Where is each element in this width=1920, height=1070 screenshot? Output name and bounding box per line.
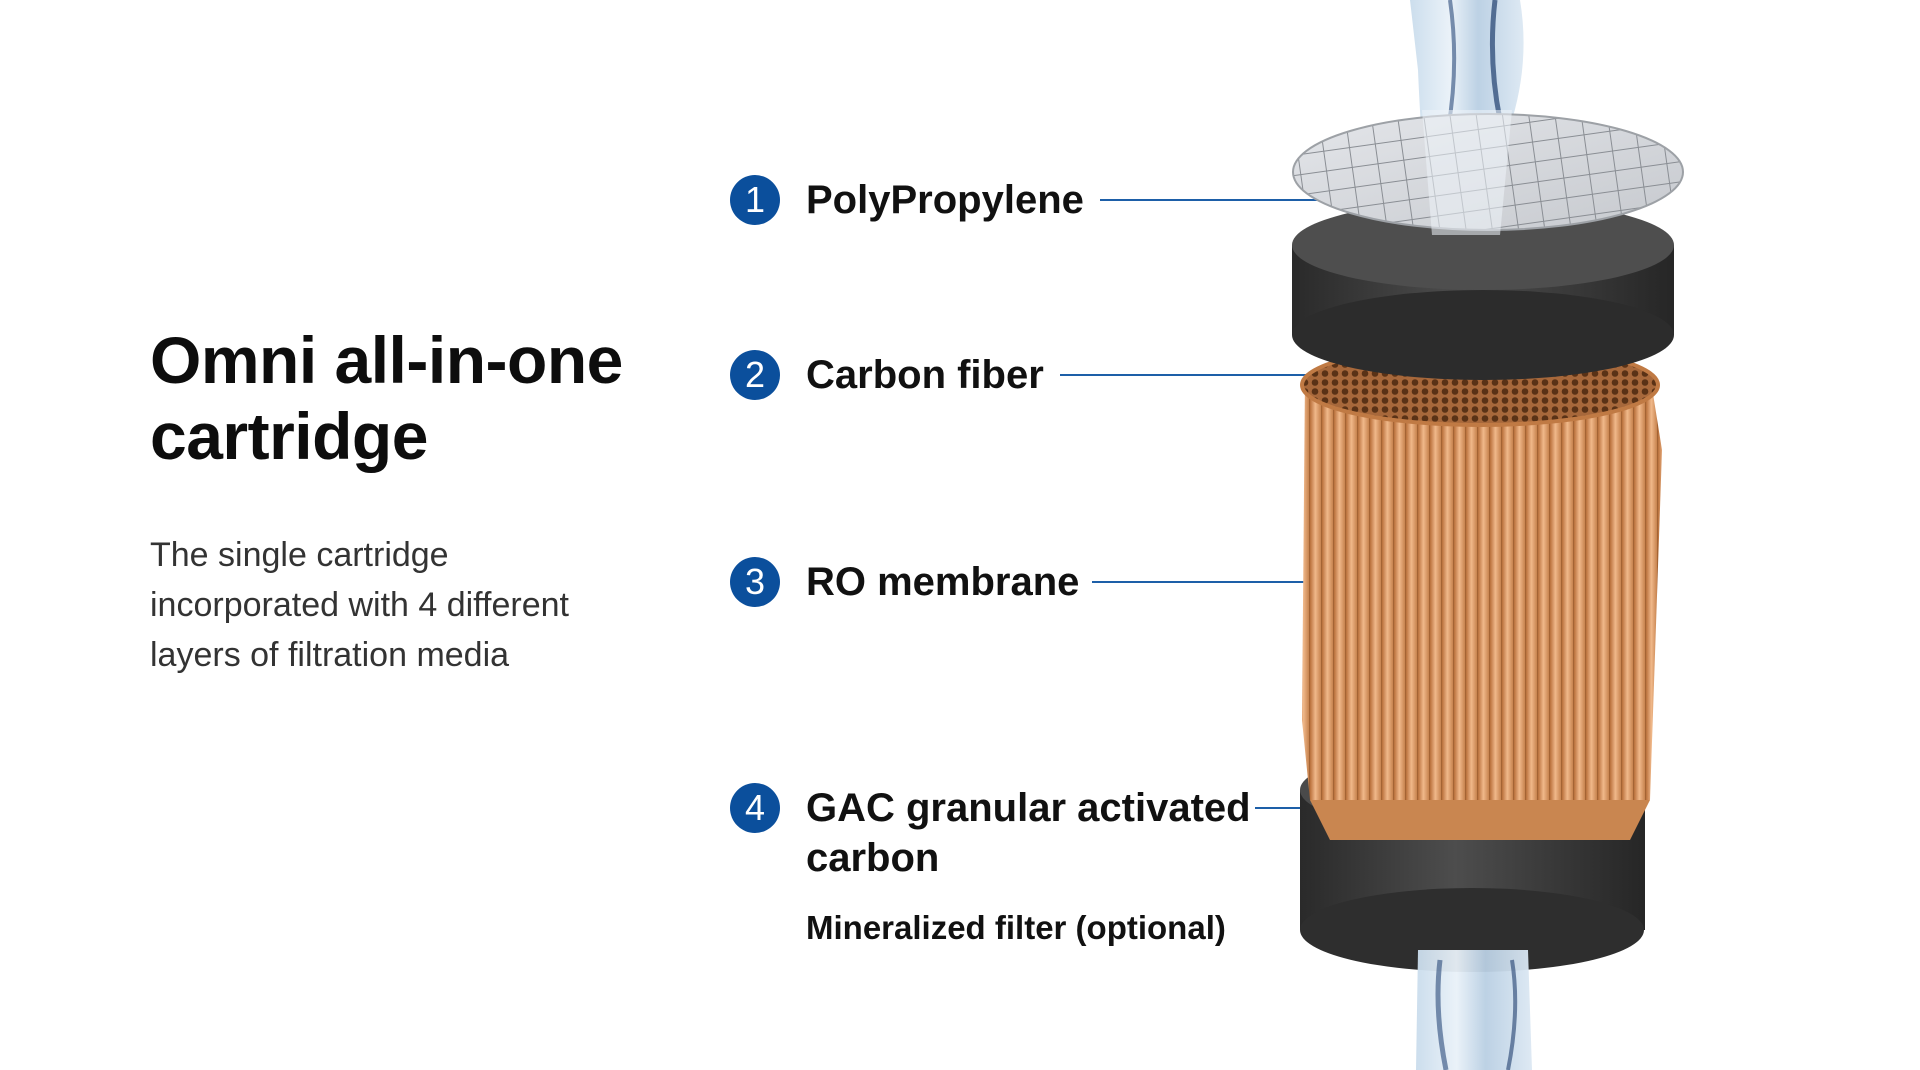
layer-4-label-line: carbon [806,836,940,880]
page-subtitle-line: The single cartridge [150,536,449,574]
layer-4-label-line: GAC granular activated [806,786,1251,830]
layer-2-label: Carbon fiber [806,350,1044,400]
layer-2-badge: 2 [730,350,780,400]
layer-3-label: RO membrane [806,557,1079,607]
layer-1-label-line: PolyPropylene [806,178,1084,222]
layer-1-badge: 1 [730,175,780,225]
layer-3-leader-line [1092,581,1404,583]
page-subtitle-line: layers of filtration media [150,636,510,674]
layer-4-label: GAC granular activated carbon [806,783,1251,883]
layer-2-leader-line [1060,374,1404,376]
page-title-line: Omni all-in-one [150,323,623,397]
layer-3-label-line: RO membrane [806,560,1080,604]
page-subtitle-line: incorporated with 4 different [150,586,569,624]
mineralized-filter-note: Mineralized filter (optional) [806,909,1226,946]
layer-1-label: PolyPropylene [806,175,1084,225]
layer-4-badge: 4 [730,783,780,833]
page-title: Omni all-in-one cartridge [150,322,670,474]
ro-membrane-tubes [1300,343,1662,840]
page-title-line: cartridge [150,399,428,473]
layer-1-leader-line [1100,199,1404,201]
layer-2-label-line: Carbon fiber [806,353,1044,397]
cartridge-illustration [1292,0,1684,1070]
water-stream-bottom [1416,950,1532,1070]
layer-3-badge: 3 [730,557,780,607]
page-subtitle: The single cartridge incorporated with 4… [150,530,630,680]
